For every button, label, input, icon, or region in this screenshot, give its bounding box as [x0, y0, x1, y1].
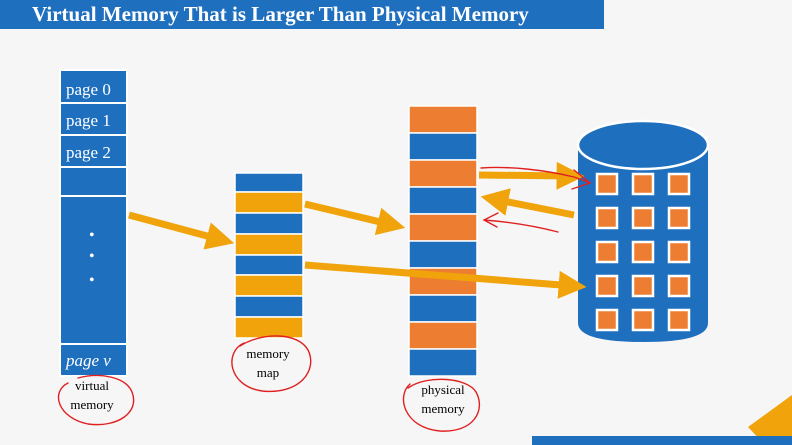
vm-dot-2: • — [89, 248, 95, 265]
map-row — [234, 316, 304, 339]
vm-page-2-cell — [59, 134, 128, 168]
mapping-arrows — [128, 161, 587, 299]
disk-window — [595, 172, 619, 196]
disk-window — [595, 274, 619, 298]
vm-caption-line2: memory — [70, 397, 114, 412]
disk-window — [595, 308, 619, 332]
frame-row — [408, 186, 478, 215]
bottom-bar — [532, 436, 792, 445]
map-row — [234, 191, 304, 214]
disk-window — [667, 274, 691, 298]
corner-triangle — [748, 395, 792, 445]
map-caption-line1: memory — [246, 346, 290, 361]
disk-window — [631, 172, 655, 196]
arrow-map-to-pm — [304, 200, 406, 236]
frame-row — [408, 159, 478, 188]
disk-window — [595, 206, 619, 230]
annotation-stroke-from-disk — [482, 212, 559, 233]
vm-page-2-label: page 2 — [66, 143, 111, 162]
page-title: Virtual Memory That is Larger Than Physi… — [0, 0, 604, 29]
vm-caption-line1: virtual — [75, 378, 109, 393]
frame-row — [408, 240, 478, 269]
annotation-circle-physical-memory — [402, 378, 481, 432]
map-caption-line2: map — [257, 365, 279, 380]
frame-row — [408, 213, 478, 242]
vm-page-1-label: page 1 — [66, 111, 111, 130]
vm-dot-3: • — [89, 272, 95, 289]
map-row — [234, 274, 304, 297]
map-row — [234, 254, 304, 276]
arrow-map-to-disk — [304, 261, 587, 299]
frame-row — [408, 348, 478, 377]
frame-row — [408, 294, 478, 323]
vm-page-1-cell — [59, 102, 128, 136]
disk-windows — [595, 172, 691, 332]
arrow-vm-to-map — [128, 211, 235, 250]
disk-window — [667, 240, 691, 264]
frame-row — [408, 105, 478, 134]
physical-memory-column: physical memory — [408, 105, 478, 416]
map-row — [234, 212, 304, 235]
disk-top — [576, 119, 710, 171]
disk-window — [595, 240, 619, 264]
arrow-disk-to-pm — [480, 188, 575, 219]
disk-window — [631, 206, 655, 230]
annotation-circle-memory-map — [231, 335, 312, 393]
disk-window — [631, 240, 655, 264]
pm-caption-line2: memory — [421, 401, 465, 416]
vm-dot-1: • — [89, 227, 95, 244]
disk-window — [667, 308, 691, 332]
handwritten-annotations — [57, 166, 592, 432]
disk-window — [667, 206, 691, 230]
disk-window — [631, 274, 655, 298]
virtual-memory-column: page 0 page 1 page 2 • • • page v virtua… — [59, 69, 128, 412]
vm-gap-block — [59, 195, 128, 345]
disk-window — [667, 172, 691, 196]
annotation-circle-virtual-memory — [57, 374, 135, 426]
memory-map-column: memory map — [234, 172, 304, 380]
map-row — [234, 172, 304, 193]
annotation-stroke-to-disk — [480, 166, 592, 190]
map-row — [234, 295, 304, 318]
map-row — [234, 233, 304, 256]
vm-page-v-label: page v — [65, 351, 111, 370]
vm-page-0-label: page 0 — [66, 80, 111, 99]
vm-empty-cell — [59, 166, 128, 197]
frame-row — [408, 321, 478, 350]
disk-window — [631, 308, 655, 332]
pm-caption-line1: physical — [421, 382, 465, 397]
frame-row — [408, 132, 478, 161]
arrow-pm-to-disk — [478, 161, 585, 190]
